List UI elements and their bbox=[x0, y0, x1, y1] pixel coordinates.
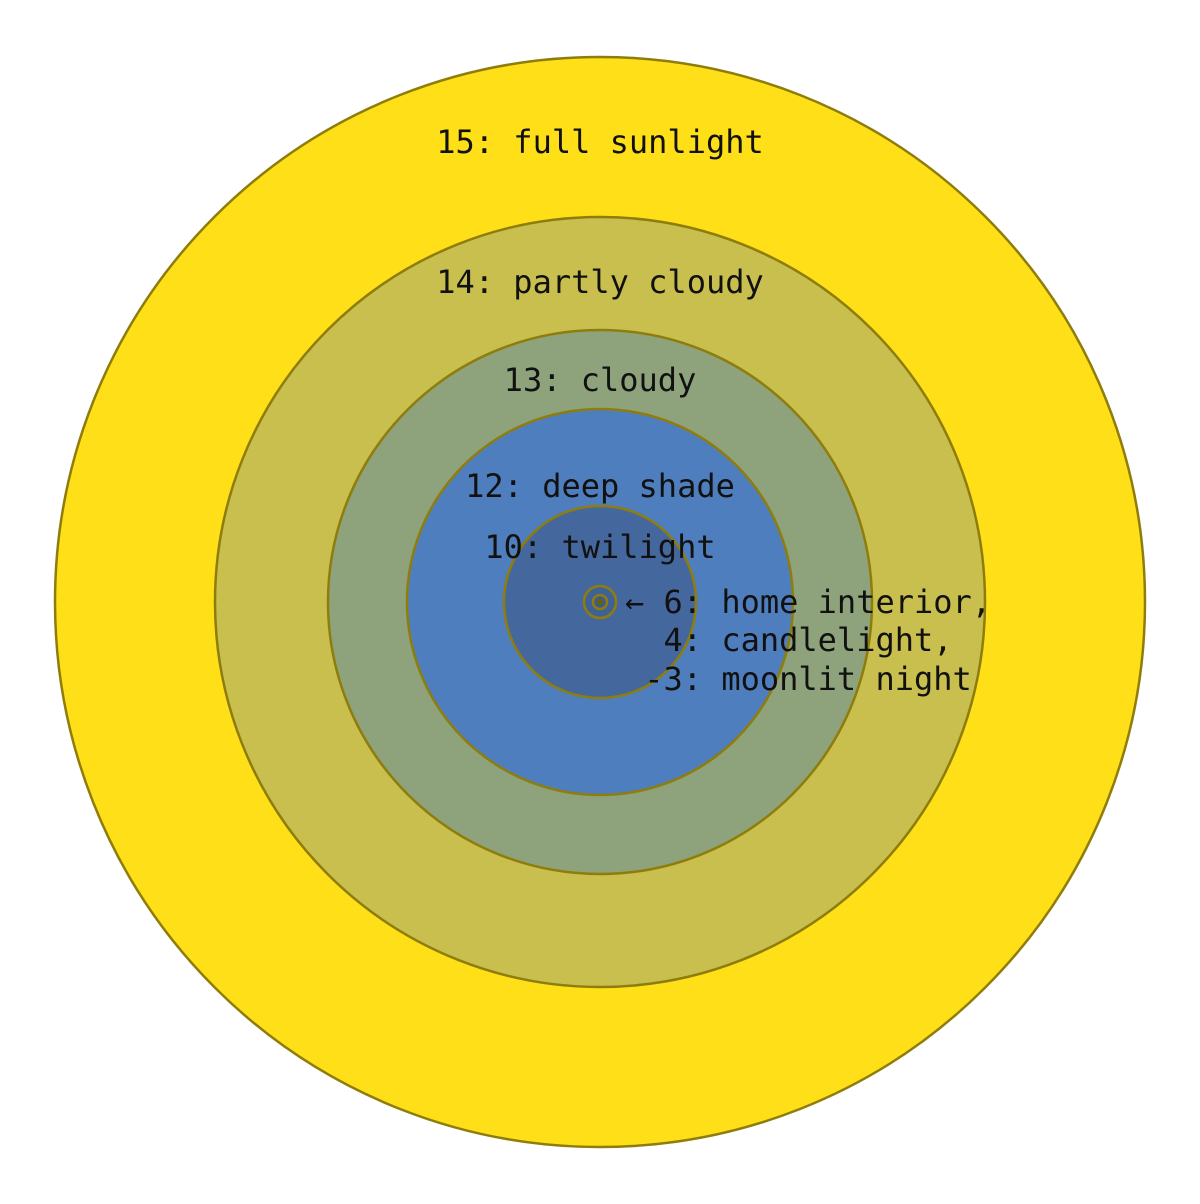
label-ev13-cloudy: 13: cloudy bbox=[504, 361, 697, 399]
label-ev10-twilight: 10: twilight bbox=[484, 528, 715, 566]
label-ev12-deep-shade: 12: deep shade bbox=[465, 467, 735, 505]
label-ev14-partly-cloudy: 14: partly cloudy bbox=[436, 263, 764, 301]
annotation-line-ev-minus3: -3: moonlit night bbox=[625, 660, 972, 698]
dot-ev-minus3-moonlit-night bbox=[597, 599, 603, 605]
annotation-line-ev6: ← 6: home interior, bbox=[625, 583, 991, 621]
label-ev15-full-sunlight: 15: full sunlight bbox=[436, 123, 764, 161]
annotation-line-ev4: 4: candlelight, bbox=[625, 621, 953, 659]
